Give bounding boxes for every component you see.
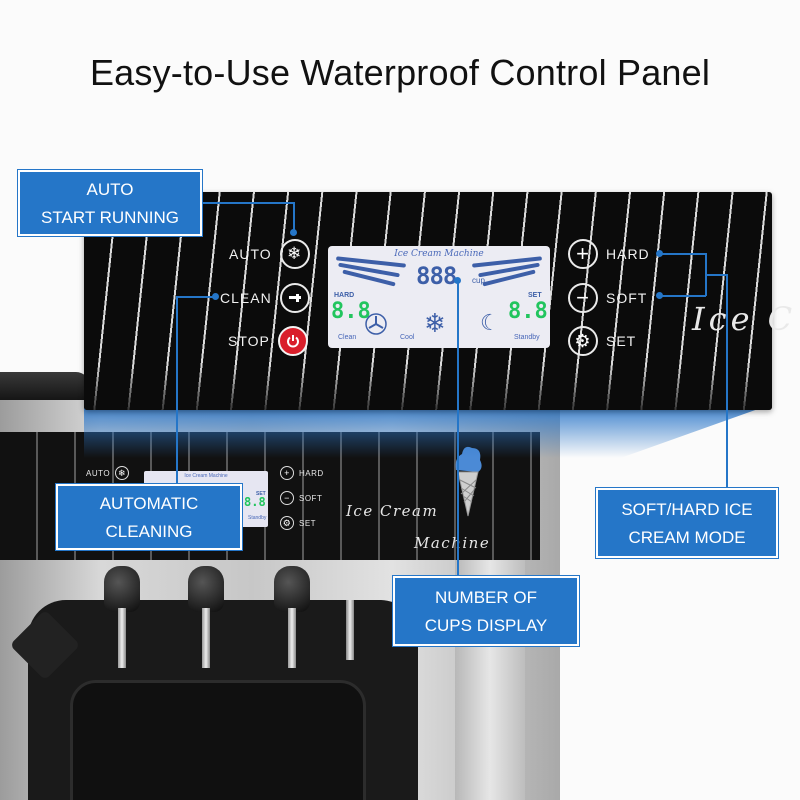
small-brand-line1: Ice Cream [346, 502, 439, 520]
small-lcd-title: Ice Cream Machine [184, 473, 228, 479]
moon-icon: ☾ [480, 310, 500, 335]
minus-icon[interactable]: − [568, 283, 598, 313]
soft-key[interactable]: − SOFT [568, 283, 647, 313]
callout-mode-line2: CREAM MODE [628, 528, 746, 547]
callout-auto-line2: START RUNNING [41, 208, 179, 227]
stop-label: STOP [228, 333, 270, 349]
dispense-handle-right[interactable] [262, 560, 322, 668]
small-brand-line2: Machine [414, 534, 491, 552]
small-set-key: ⚙ SET [280, 516, 316, 530]
leader-mode-branch [705, 274, 727, 276]
small-hard-key: + HARD [280, 466, 324, 480]
leader-cups-v [457, 280, 459, 576]
clean-label: CLEAN [220, 290, 272, 306]
leader-cups-dot [454, 277, 461, 284]
leader-clean-v [176, 296, 178, 486]
snowflake-icon[interactable]: ❄ [279, 239, 310, 269]
hard-label: HARD [606, 246, 650, 262]
small-lcd-set-value: 8.8 [244, 495, 266, 509]
callout-cups-display: NUMBER OF CUPS DISPLAY [393, 576, 579, 646]
hard-value: 8.8 [331, 299, 371, 324]
leader-soft-dot [656, 292, 663, 299]
highlight-band [84, 404, 772, 458]
small-set-label: SET [299, 518, 317, 528]
auto-label: AUTO [229, 246, 272, 262]
leader-clean-h [176, 296, 216, 298]
lcd-title: Ice Cream Machine [394, 249, 484, 259]
clean-mode-label: Clean [338, 334, 357, 341]
set-label: SET [606, 333, 637, 349]
small-plus-icon: + [280, 466, 294, 480]
hard-key[interactable]: + HARD [568, 239, 650, 269]
faucet-icon[interactable] [279, 283, 310, 313]
auto-key[interactable]: AUTO ❄ [229, 239, 310, 269]
small-snowflake-icon: ❄ [115, 466, 130, 480]
power-icon[interactable] [277, 326, 308, 356]
set-value: 8.8 [508, 299, 548, 324]
callout-cleaning-line2: CLEANING [105, 522, 193, 541]
panel-shadow [84, 364, 772, 410]
callout-cups-line2: CUPS DISPLAY [424, 616, 548, 635]
cups-unit: cup [472, 276, 485, 285]
clean-key[interactable]: CLEAN [220, 283, 310, 313]
small-minus-icon: − [280, 491, 294, 505]
small-auto-key: AUTO ❄ [86, 466, 130, 480]
small-gear-icon: ⚙ [280, 516, 294, 530]
callout-cleaning-line1: AUTOMATIC [99, 494, 199, 513]
leader-soft-h [660, 295, 706, 297]
small-lcd-set-label: SET [256, 491, 266, 497]
callout-auto-line1: AUTO [86, 180, 134, 199]
small-auto-label: AUTO [86, 468, 111, 478]
small-hard-label: HARD [299, 468, 324, 478]
callout-soft-hard-mode: SOFT/HARD ICE CREAM MODE [596, 488, 778, 558]
stop-key[interactable]: STOP [228, 326, 308, 356]
callout-automatic-cleaning: AUTOMATIC CLEANING [56, 484, 242, 550]
fan-icon [364, 312, 388, 342]
leader-hard-dot [656, 250, 663, 257]
small-soft-key: − SOFT [280, 491, 322, 505]
plus-icon[interactable]: + [568, 239, 598, 269]
panel-brand-script: Ice C [692, 300, 797, 338]
set-indicator-label: SET [528, 292, 542, 299]
hard-indicator-label: HARD [334, 292, 355, 299]
dispense-handle-middle[interactable] [176, 560, 236, 668]
leader-auto-dot [290, 229, 297, 236]
dispense-handle-left[interactable] [92, 560, 152, 668]
soft-label: SOFT [606, 290, 648, 306]
lcd-display: Ice Cream Machine 888 cup HARD 8.8 SET 8… [328, 246, 550, 348]
callout-mode-line1: SOFT/HARD ICE [621, 500, 753, 519]
drip-tray [70, 680, 366, 800]
callout-auto-start: AUTO START RUNNING [18, 170, 202, 236]
steel-rod [346, 600, 354, 660]
snowflake-display-icon: ❄ [424, 308, 446, 338]
cool-mode-label: Cool [400, 334, 415, 341]
callout-cups-line1: NUMBER OF [435, 588, 537, 607]
cups-counter: 888 [416, 262, 457, 290]
hopper-lid [0, 372, 90, 400]
small-soft-label: SOFT [299, 493, 323, 503]
leader-mode-v [726, 274, 728, 488]
leader-auto-v [293, 202, 295, 232]
standby-label: Standby [514, 334, 540, 341]
headline: Easy-to-Use Waterproof Control Panel [89, 52, 711, 93]
gear-icon[interactable]: ⚙ [568, 326, 598, 356]
small-lcd-standby: Standby [248, 515, 267, 521]
leader-auto-h [200, 202, 294, 204]
set-key[interactable]: ⚙ SET [568, 326, 636, 356]
leader-clean-dot [212, 293, 219, 300]
leader-hard-h [660, 253, 706, 255]
